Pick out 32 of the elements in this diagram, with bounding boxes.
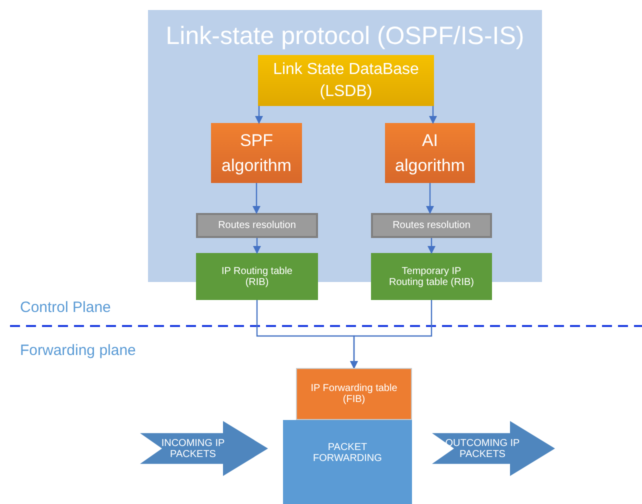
arrow bbox=[426, 183, 434, 214]
panel-title: Link-state protocol (OSPF/IS-IS) bbox=[166, 22, 524, 51]
arrow bbox=[429, 106, 437, 124]
node-label: SPF algorithm bbox=[220, 130, 292, 177]
node-label: Routes resolution bbox=[218, 220, 296, 231]
node-label: PACKET FORWARDING bbox=[312, 442, 383, 464]
algorithm-box bbox=[385, 123, 475, 183]
arrow bbox=[252, 183, 260, 214]
chevron-arrow bbox=[140, 421, 268, 476]
node-label: IP Routing table (RIB) bbox=[220, 266, 294, 288]
node-label: AI algorithm bbox=[394, 130, 466, 177]
process-box bbox=[283, 420, 412, 504]
arrow bbox=[428, 238, 436, 254]
plane-label: Forwarding plane bbox=[20, 342, 136, 359]
node-label: OUTCOMING IP PACKETS bbox=[444, 438, 521, 460]
node-label: Routes resolution bbox=[392, 220, 470, 231]
node-label: IP Forwarding table (FIB) bbox=[310, 383, 398, 405]
table-box bbox=[296, 368, 412, 420]
arrow bbox=[253, 238, 261, 254]
table-box bbox=[371, 253, 492, 300]
arrow bbox=[350, 300, 432, 369]
node-label: Link State DataBase (LSDB) bbox=[272, 60, 420, 102]
arrow bbox=[255, 106, 263, 124]
process-box bbox=[371, 213, 492, 238]
process-box bbox=[196, 213, 318, 238]
node-label: Temporary IP Routing table (RIB) bbox=[388, 266, 476, 288]
chevron-arrow bbox=[432, 421, 555, 476]
plane-label: Control Plane bbox=[20, 299, 111, 316]
database-box bbox=[258, 55, 434, 106]
table-box bbox=[196, 253, 318, 300]
node-label: INCOMING IP PACKETS bbox=[160, 438, 226, 460]
algorithm-box bbox=[211, 123, 302, 183]
